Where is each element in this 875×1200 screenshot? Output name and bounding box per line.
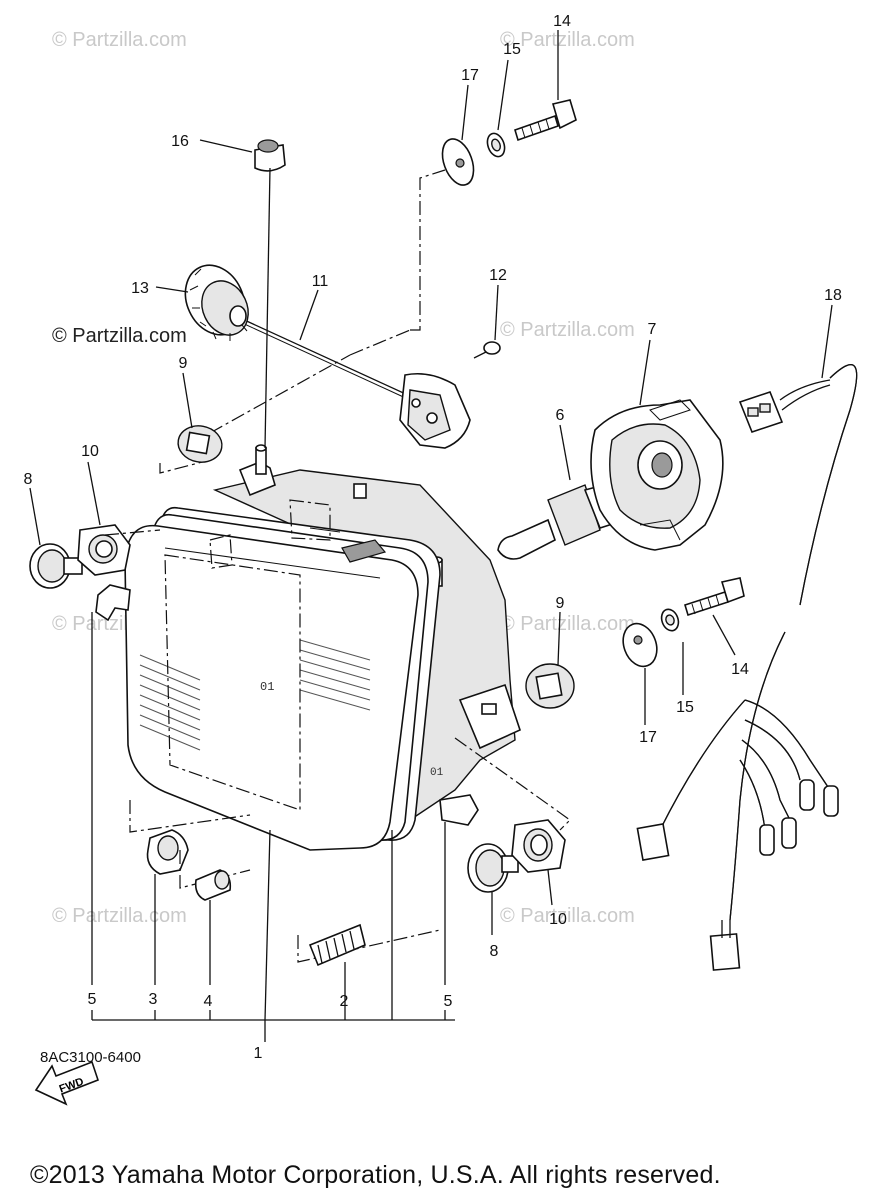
callout-8-left: 8 bbox=[24, 471, 33, 488]
rubber-damper-top[interactable] bbox=[254, 139, 286, 449]
callout-7: 7 bbox=[648, 321, 657, 338]
watermark-prominent: © Partzilla.com bbox=[52, 325, 187, 347]
callout-9-right: 9 bbox=[556, 595, 565, 612]
socket-rubber[interactable] bbox=[146, 829, 189, 985]
housing-post-top bbox=[255, 447, 267, 475]
collar-right[interactable] bbox=[659, 607, 682, 633]
watermark-lower-left: © Partzilla.com bbox=[52, 905, 187, 927]
bulb-dust-cover[interactable] bbox=[590, 399, 724, 551]
watermarks: © Partzilla.com © Partzilla.com © Partzi… bbox=[52, 29, 635, 927]
svg-text:01: 01 bbox=[430, 767, 444, 779]
grommet-left[interactable] bbox=[175, 422, 225, 465]
watermark-lower-right: © Partzilla.com bbox=[500, 905, 635, 927]
callout-13: 13 bbox=[131, 280, 149, 297]
callout-10-left: 10 bbox=[81, 443, 99, 460]
grommet-right[interactable] bbox=[525, 663, 575, 709]
callout-3: 3 bbox=[149, 991, 158, 1008]
callout-17-right: 17 bbox=[639, 729, 657, 746]
callout-2: 2 bbox=[340, 993, 349, 1010]
callout-4: 4 bbox=[204, 993, 213, 1010]
callout-14-top: 14 bbox=[553, 13, 571, 30]
callout-15-top: 15 bbox=[503, 41, 521, 58]
diagram-code: 8AC3100-6400 bbox=[40, 1049, 141, 1066]
watermark-top-right: © Partzilla.com bbox=[500, 29, 635, 51]
callout-17-top: 17 bbox=[461, 67, 479, 84]
washer-top[interactable] bbox=[437, 135, 480, 190]
callout-14-right: 14 bbox=[731, 661, 749, 678]
callout-numbers: 1 2 3 4 5 5 6 7 8 8 9 9 10 10 11 12 13 1… bbox=[24, 13, 842, 1062]
housing-side-bracket bbox=[458, 683, 521, 750]
sub-lead-wire[interactable] bbox=[738, 364, 858, 606]
bolt-top[interactable] bbox=[514, 99, 577, 142]
adjuster-gear-knob[interactable] bbox=[174, 256, 256, 345]
watermark-top-left: © Partzilla.com bbox=[52, 29, 187, 51]
watermark-center-right: © Partzilla.com bbox=[500, 613, 635, 635]
group-bracket bbox=[91, 829, 455, 1042]
callout-1: 1 bbox=[254, 1045, 263, 1062]
callout-15-right: 15 bbox=[676, 699, 694, 716]
callout-11: 11 bbox=[312, 273, 329, 290]
callout-12: 12 bbox=[489, 267, 507, 284]
leader-lines bbox=[29, 30, 833, 935]
mount-damper-right[interactable] bbox=[511, 819, 566, 873]
callout-8-right: 8 bbox=[490, 943, 499, 960]
beam-adjuster[interactable] bbox=[159, 169, 471, 474]
bracket-slot bbox=[481, 703, 497, 715]
headlight-harness[interactable] bbox=[636, 631, 839, 971]
callout-5-right: 5 bbox=[444, 993, 453, 1010]
collar-top[interactable] bbox=[484, 131, 507, 159]
callout-16: 16 bbox=[171, 133, 189, 150]
clip-right[interactable] bbox=[439, 794, 479, 985]
svg-text:01: 01 bbox=[260, 680, 274, 694]
callout-10-right: 10 bbox=[549, 911, 567, 928]
pilot-bulb[interactable] bbox=[194, 869, 232, 985]
forward-direction-arrow: FWD bbox=[34, 1060, 99, 1106]
callout-5-left: 5 bbox=[88, 991, 97, 1008]
clip-left[interactable] bbox=[91, 584, 131, 985]
mount-bolt-right[interactable] bbox=[467, 843, 519, 893]
adjuster-spring[interactable] bbox=[308, 923, 366, 1015]
headlight-unit[interactable]: 01 01 bbox=[124, 444, 521, 851]
bolt-right[interactable] bbox=[684, 577, 745, 617]
watermark-mid-right: © Partzilla.com bbox=[500, 319, 635, 341]
mount-bolt-left[interactable] bbox=[29, 543, 83, 589]
screw-small[interactable] bbox=[473, 341, 501, 359]
washer-right[interactable] bbox=[617, 619, 662, 671]
mount-damper-left[interactable] bbox=[77, 524, 131, 576]
callout-9-left: 9 bbox=[179, 355, 188, 372]
callout-6: 6 bbox=[556, 407, 565, 424]
copyright-notice: ©2013 Yamaha Motor Corporation, U.S.A. A… bbox=[30, 1161, 721, 1189]
callout-18: 18 bbox=[824, 287, 842, 304]
